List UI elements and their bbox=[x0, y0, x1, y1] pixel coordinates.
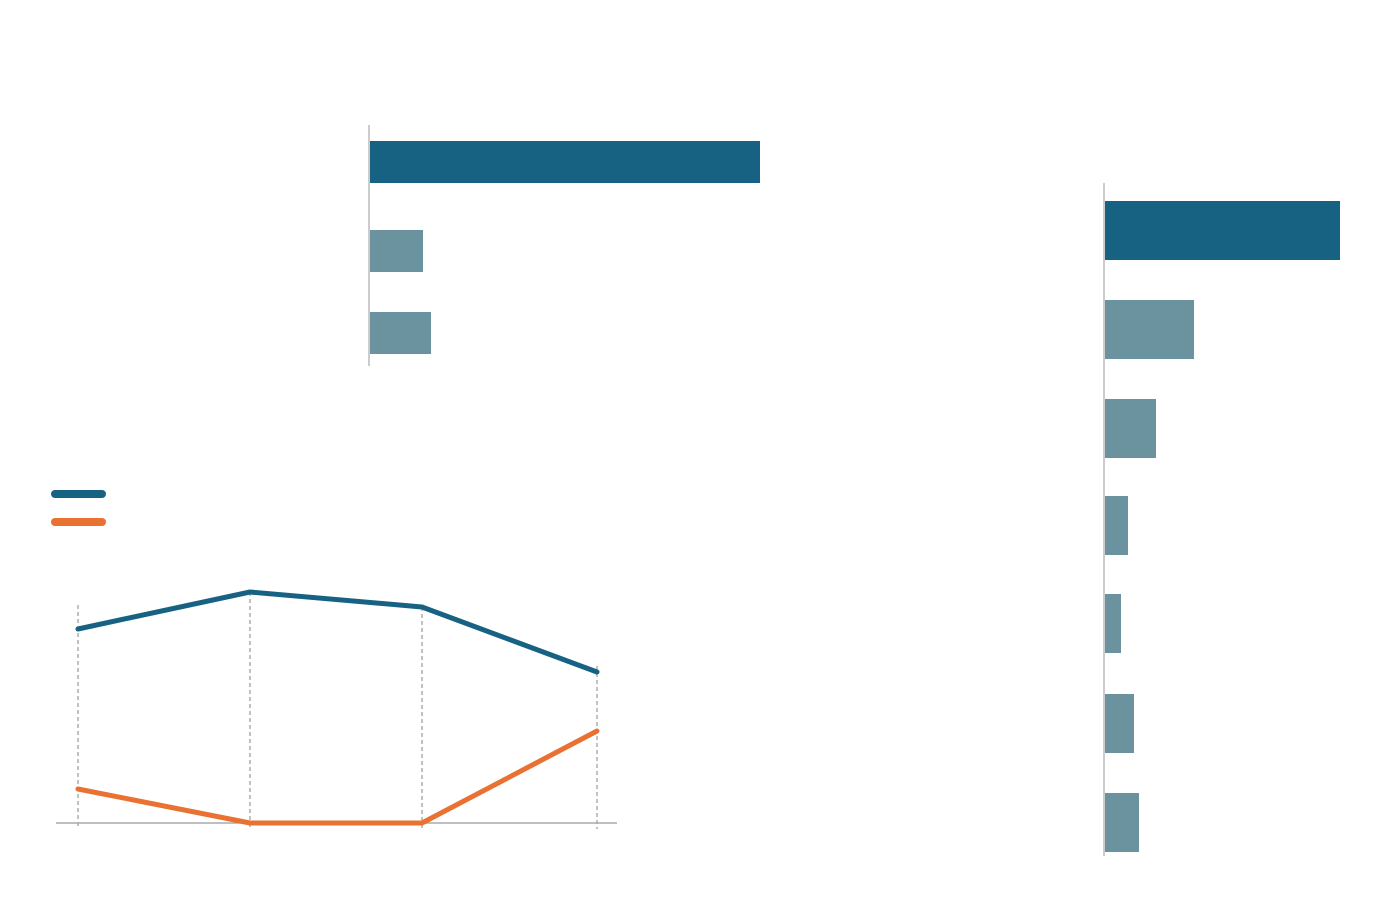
bar-chart-2-bar bbox=[1105, 201, 1340, 260]
bar-chart-2-bar bbox=[1105, 694, 1134, 753]
bar-chart-2-bar bbox=[1105, 399, 1156, 458]
bar-chart-2-bar bbox=[1105, 496, 1128, 555]
bar-chart-1-bar bbox=[370, 141, 760, 183]
bar-chart-2-bar bbox=[1105, 594, 1121, 653]
bar-chart-2-bar bbox=[1105, 300, 1194, 359]
line-series-2 bbox=[75, 728, 600, 826]
line-series-1 bbox=[75, 589, 600, 675]
bar-chart-1-bar bbox=[370, 312, 431, 354]
bar-chart-1-bar bbox=[370, 230, 423, 272]
bar-chart-2-bar bbox=[1105, 793, 1139, 852]
